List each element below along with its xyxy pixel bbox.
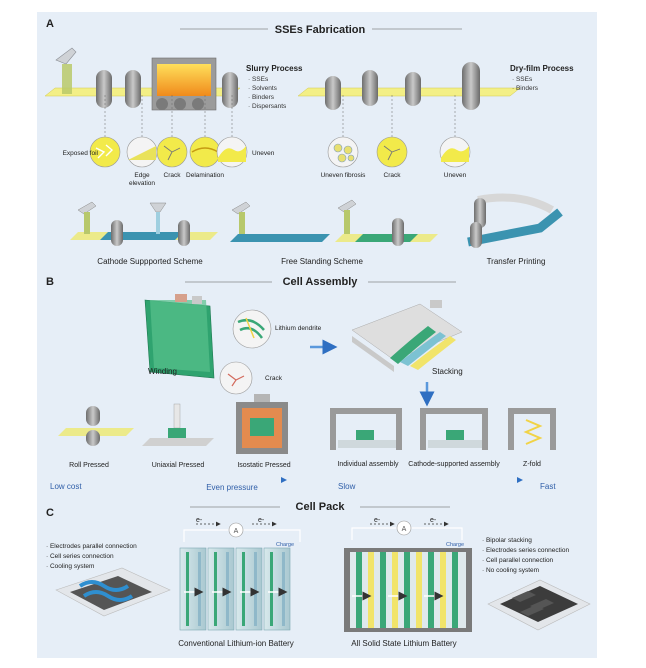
stacking-illustration (351, 300, 463, 372)
ammeter-label: A (402, 526, 407, 533)
dry-defect-label-crack: Crack (384, 172, 402, 179)
winding-illustration (144, 294, 272, 395)
scale-slow: Slow (338, 482, 356, 491)
section-b-letter: B (46, 276, 54, 288)
conventional-pack-illustration (55, 567, 171, 617)
section-c-letter: C (46, 507, 54, 519)
charge-label: Charge (446, 542, 464, 548)
conventional-cells-illustration (179, 521, 301, 631)
solid-state-caption: All Solid State Lithium Battery (351, 639, 456, 648)
section-c-title: Cell Pack (296, 501, 346, 513)
electron-label: e- (258, 517, 265, 524)
scale-fast: Fast (540, 482, 556, 491)
assembly-label: Z-fold (523, 461, 541, 468)
ss-feature: · Cell parallel connection (482, 557, 554, 564)
scale-even-pressure: Even pressure (206, 483, 258, 492)
defect-circles-dry (327, 136, 471, 168)
figure-panel (37, 12, 597, 658)
dry-defect-label-fibrosis: Uneven fibrosis (321, 172, 367, 179)
defect-label-elevation: elevation (129, 180, 155, 187)
section-a-letter: A (46, 18, 54, 30)
dry-item: · Binders (512, 85, 539, 92)
defect-label-delamination: Delamination (186, 172, 224, 179)
cathode-supported-scheme-illustration (70, 201, 218, 246)
assembly-label: Individual assembly (337, 461, 399, 468)
ss-feature: · Bipolar stacking (482, 537, 532, 544)
dry-item: · SSEs (512, 76, 533, 83)
scheme-label: Transfer Printing (487, 257, 546, 266)
dry-process-title: Dry-film Process (510, 64, 574, 73)
defect-label-edge: Edge (134, 172, 150, 179)
defect-label-crack: Crack (164, 172, 182, 179)
defect-label-exposed-foil: Exposed foil (63, 150, 99, 157)
slurry-item: · Binders (248, 94, 275, 101)
conv-feature: · Cooling system (46, 563, 94, 570)
dry-film-process-illustration (297, 62, 521, 110)
ss-feature: · No cooling system (482, 567, 539, 574)
charge-label: Charge (276, 542, 294, 548)
crack-label: Crack (265, 375, 283, 382)
conv-feature: · Cell series connection (46, 553, 114, 560)
defect-leaders (104, 95, 456, 138)
defect-label-uneven: Uneven (252, 150, 275, 157)
assembly-methods-illustration (330, 408, 556, 450)
solid-state-pack-illustration (487, 579, 591, 631)
press-methods-illustration (58, 394, 288, 454)
slurry-process-title: Slurry Process (246, 64, 303, 73)
section-a-title: SSEs Fabrication (275, 24, 366, 36)
slurry-process-illustration (44, 47, 241, 111)
conv-feature: · Electrodes parallel connection (46, 543, 137, 550)
ss-feature: · Electrodes series connection (482, 547, 569, 554)
solid-state-cells-illustration (344, 520, 472, 632)
slurry-item: · Solvents (248, 85, 278, 92)
free-standing-scheme-illustration (230, 199, 438, 246)
scheme-label: Cathode Suppported Scheme (97, 257, 203, 266)
defect-circles-slurry (89, 136, 248, 168)
press-label: Isostatic Pressed (237, 462, 290, 469)
assembly-label: Cathode-supported assembly (408, 461, 500, 468)
transfer-printing-illustration (467, 193, 563, 248)
scheme-label: Free Standing Scheme (281, 257, 363, 266)
slurry-item: · Dispersants (248, 103, 287, 110)
conventional-caption: Conventional Lithium-ion Battery (178, 639, 294, 648)
electron-label: e- (196, 517, 203, 524)
electron-label: e- (430, 517, 437, 524)
slurry-item: · SSEs (248, 76, 269, 83)
press-label: Roll Pressed (69, 462, 109, 469)
section-b-title: Cell Assembly (283, 276, 359, 288)
dry-defect-label-uneven: Uneven (444, 172, 467, 179)
scale-low-cost: Low cost (50, 482, 82, 491)
dendrite-label: Lithium dendrite (275, 325, 322, 332)
press-label: Uniaxial Pressed (152, 462, 205, 469)
winding-label: Winding (148, 367, 177, 376)
ammeter-label: A (234, 528, 239, 535)
electron-label: e- (374, 517, 381, 524)
stacking-label: Stacking (432, 367, 463, 376)
